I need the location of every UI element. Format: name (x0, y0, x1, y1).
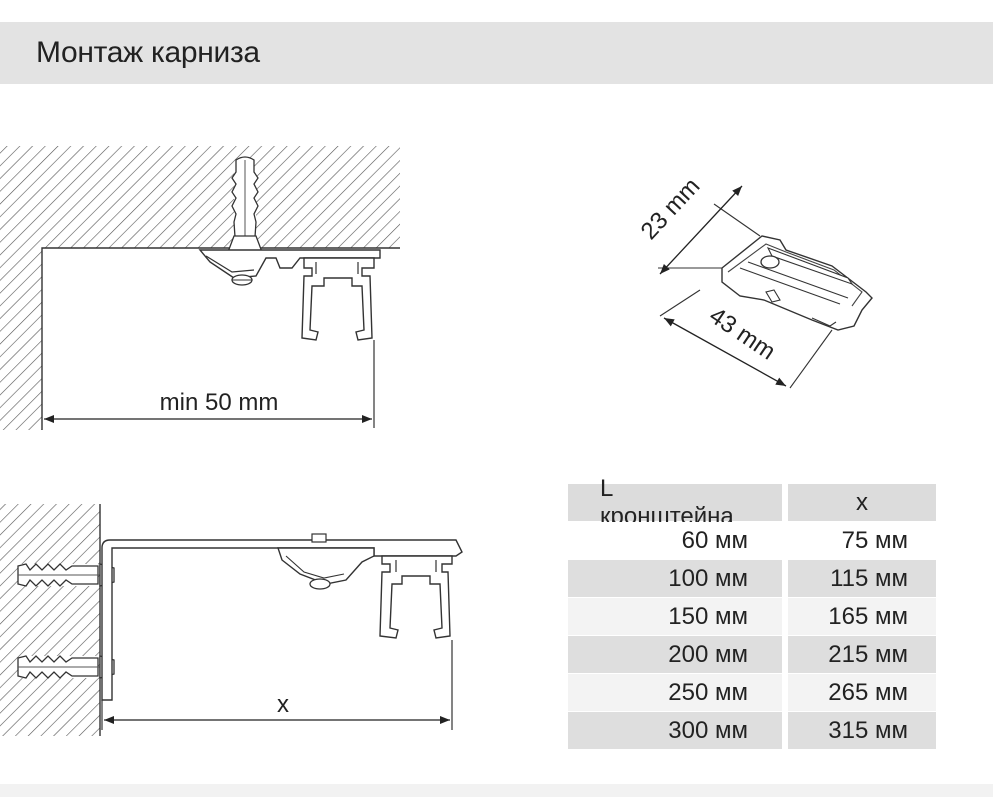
table-row: 60 мм 75 мм (568, 522, 936, 559)
page-title: Монтаж карниза (36, 36, 260, 69)
length-dimension-label: 43 mm (704, 302, 780, 365)
wall-dowel-bottom (17, 655, 115, 679)
table-row: 250 мм 265 мм (568, 674, 936, 711)
table-cell: 315 мм (788, 712, 936, 749)
ceiling-mount-diagram: min 50 mm (0, 146, 400, 430)
wall-dimension-label: x (277, 691, 289, 718)
bracket-isometric-diagram: 23 mm 43 mm (636, 173, 873, 389)
ceiling-wall-hatch (0, 146, 400, 430)
bottom-strip (0, 784, 993, 797)
table-row: 200 мм 215 мм (568, 636, 936, 673)
ceiling-dowel (227, 156, 263, 253)
wall-mount-diagram: x (0, 504, 463, 736)
table-header-row: L кронштейна x (568, 475, 936, 530)
ceiling-rail-profile (301, 257, 375, 341)
table-cell: 300 мм (568, 712, 782, 749)
table-cell: 150 мм (568, 598, 782, 635)
bracket-hole (760, 255, 780, 269)
wall-dowel-top (17, 563, 115, 587)
width-dimension-label: 23 mm (636, 173, 706, 245)
table-cell: 165 мм (788, 598, 936, 635)
table-header-cell: x (788, 484, 936, 521)
bracket-plate (721, 235, 873, 331)
table-cell: 100 мм (568, 560, 782, 597)
table-cell: 200 мм (568, 636, 782, 673)
width-dimension-line (659, 185, 743, 275)
ceiling-wall-edge (41, 247, 400, 430)
wall-hatch (0, 504, 100, 736)
table-cell: 60 мм (568, 522, 782, 559)
table-header-cell: L кронштейна (568, 475, 782, 530)
table-cell: 215 мм (788, 636, 936, 673)
table-cell: 265 мм (788, 674, 936, 711)
table-row: 100 мм 115 мм (568, 560, 936, 597)
table-row: 300 мм 315 мм (568, 712, 936, 749)
table-cell: 250 мм (568, 674, 782, 711)
ceiling-dimension-label: min 50 mm (160, 389, 279, 416)
wall-rail-profile (379, 555, 453, 639)
title-bar: Монтаж карниза (0, 22, 993, 84)
table-row: 150 мм 165 мм (568, 598, 936, 635)
length-dimension-line (663, 317, 787, 387)
bracket-length-table: L кронштейна x 60 мм 75 мм 100 мм 115 мм… (568, 475, 936, 750)
ceiling-bracket (198, 249, 381, 286)
wall-clip (277, 533, 375, 590)
table-cell: 115 мм (788, 560, 936, 597)
table-cell: 75 мм (788, 522, 936, 559)
